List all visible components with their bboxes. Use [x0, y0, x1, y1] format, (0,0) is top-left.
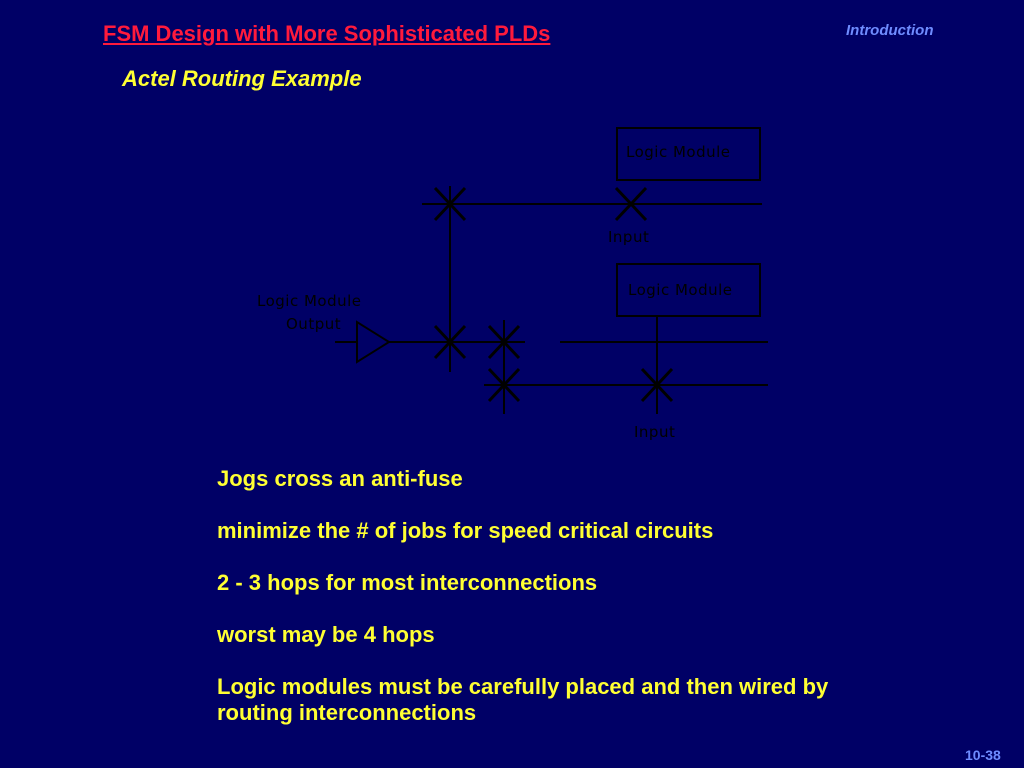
antifuse-icon — [614, 186, 648, 222]
logic-module-top-label: Logic Module — [626, 143, 731, 161]
antifuse-icon — [433, 186, 467, 222]
bullet-list: Jogs cross an anti-fuse minimize the # o… — [217, 466, 857, 752]
slide-title: FSM Design with More Sophisticated PLDs — [103, 21, 551, 46]
list-item: minimize the # of jobs for speed critica… — [217, 518, 714, 543]
logic-module-mid-label: Logic Module — [628, 281, 733, 299]
output-label-line2: Output — [286, 315, 341, 333]
antifuse-icon — [487, 367, 521, 403]
antifuse-icon — [433, 324, 467, 360]
slide-subtitle: Actel Routing Example — [122, 66, 362, 91]
input-top-label: Input — [608, 228, 649, 246]
antifuse-icon — [640, 367, 674, 403]
output-buffer-icon — [356, 320, 391, 364]
input-bottom-label: Input — [634, 423, 675, 441]
logic-module-top-box — [616, 127, 761, 181]
output-label-line1: Logic Module — [257, 292, 362, 310]
list-item: 2 - 3 hops for most interconnections — [217, 570, 598, 595]
list-item: Logic modules must be carefully placed a… — [217, 674, 829, 725]
antifuse-icon — [487, 324, 521, 360]
list-item: Jogs cross an anti-fuse — [217, 466, 463, 491]
logic-module-mid-box — [616, 263, 761, 317]
list-item: worst may be 4 hops — [217, 622, 435, 647]
section-label: Introduction — [846, 22, 934, 39]
page-number: 10-38 — [965, 747, 1001, 763]
